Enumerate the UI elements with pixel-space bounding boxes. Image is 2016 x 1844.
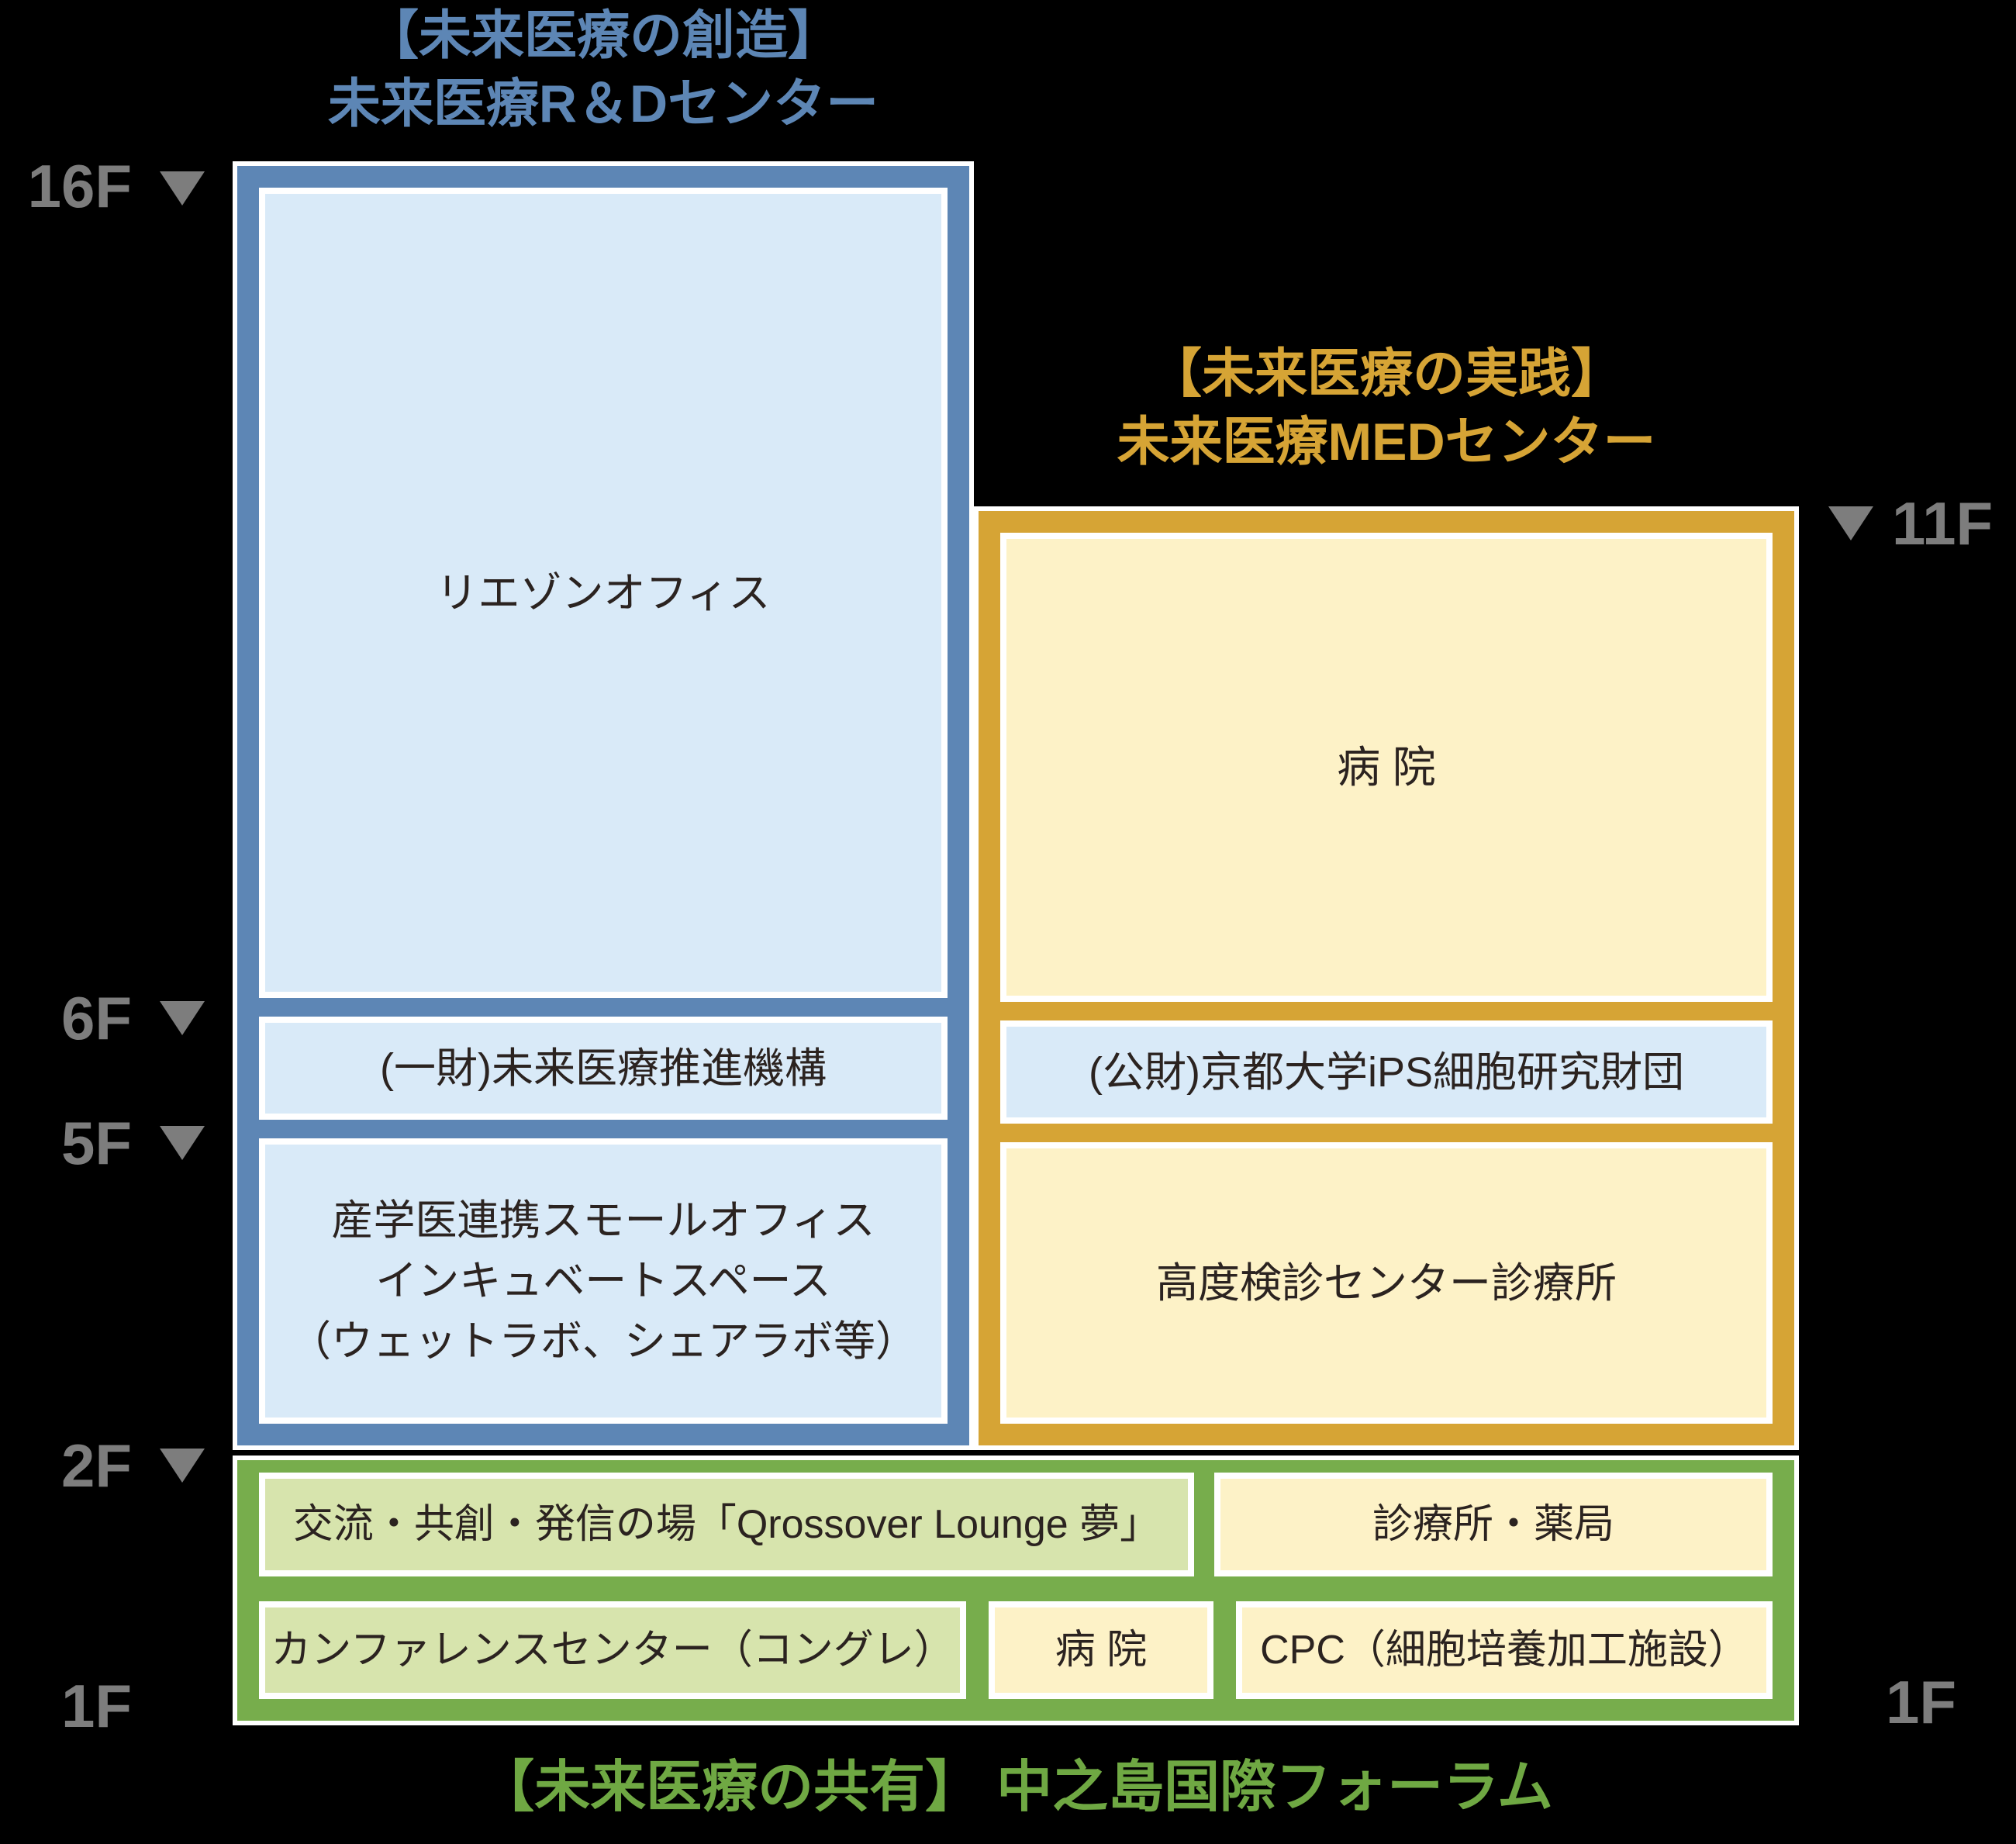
floor-label-1f-left: 1F bbox=[60, 1672, 132, 1740]
floor-label-1f-right: 1F bbox=[1886, 1668, 1957, 1736]
cell-clinic-pharmacy: 診療所・薬局 bbox=[1214, 1473, 1773, 1576]
forum-row-1f: カンファレンスセンター（コングレ） 病 院 CPC（細胞培養加工施設） bbox=[259, 1601, 1773, 1699]
rd-center-box: リエゾンオフィス (一財)未来医療推進機構 産学医連携スモールオフィス インキュ… bbox=[233, 161, 974, 1450]
incubate-line1: 産学医連携スモールオフィス bbox=[331, 1197, 875, 1244]
med-center-header-line1: 【未来医療の実践】 bbox=[1148, 344, 1624, 403]
rd-center-header: 【未来医療の創造】 未来医療R＆Dセンター bbox=[233, 2, 974, 138]
rd-center-header-line1: 【未来医療の創造】 bbox=[365, 6, 841, 65]
floor-16f-arrow-down-icon bbox=[160, 171, 205, 205]
floor-label-6f: 6F bbox=[60, 984, 132, 1052]
incubate-line2: インキュベートスペース bbox=[375, 1258, 831, 1304]
cell-checkup-center: 高度検診センター診療所 bbox=[1000, 1142, 1773, 1424]
med-center-box: 病 院 (公財)京都大学iPS細胞研究財団 高度検診センター診療所 bbox=[974, 506, 1799, 1450]
cell-incubate-space: 産学医連携スモールオフィス インキュベートスペース （ウェットラボ、シェアラボ等… bbox=[259, 1138, 948, 1424]
cell-hospital-lower: 病 院 bbox=[989, 1601, 1213, 1699]
forum-row-2f: 交流・共創・発信の場「Qrossover Lounge 夢」 診療所・薬局 bbox=[259, 1473, 1773, 1576]
floor-11f-arrow-down-icon bbox=[1828, 506, 1873, 540]
cell-cpc: CPC（細胞培養加工施設） bbox=[1236, 1601, 1773, 1699]
floor-5f-arrow-down-icon bbox=[160, 1126, 205, 1160]
forum-box: 交流・共創・発信の場「Qrossover Lounge 夢」 診療所・薬局 カン… bbox=[233, 1456, 1799, 1725]
cell-incubate-space-lines: 産学医連携スモールオフィス インキュベートスペース （ウェットラボ、シェアラボ等… bbox=[289, 1190, 917, 1372]
cell-hospital-upper: 病 院 bbox=[1000, 533, 1773, 1002]
floor-label-2f: 2F bbox=[60, 1431, 132, 1500]
rd-center-header-line2: 未来医療R＆Dセンター bbox=[327, 74, 879, 133]
incubate-line3: （ウェットラボ、シェアラボ等） bbox=[289, 1318, 917, 1365]
cell-liaison-office: リエゾンオフィス bbox=[259, 188, 948, 998]
floor-label-5f: 5F bbox=[60, 1109, 132, 1177]
med-center-header-line2: 未来医療MEDセンター bbox=[1117, 413, 1656, 471]
cell-ips-foundation: (公財)京都大学iPS細胞研究財団 bbox=[1000, 1020, 1773, 1124]
forum-footer-label: 【未来医療の共有】 中之島国際フォーラム bbox=[478, 1756, 1553, 1818]
cell-conference-center: カンファレンスセンター（コングレ） bbox=[259, 1601, 966, 1699]
floor-6f-arrow-down-icon bbox=[160, 1001, 205, 1035]
floor-label-11f: 11F bbox=[1892, 489, 1994, 558]
cell-qrossover-lounge: 交流・共創・発信の場「Qrossover Lounge 夢」 bbox=[259, 1473, 1194, 1576]
floor-label-16f: 16F bbox=[27, 152, 132, 220]
cell-mirai-foundation: (一財)未来医療推進機構 bbox=[259, 1017, 948, 1120]
med-center-header: 【未来医療の実践】 未来医療MEDセンター bbox=[974, 340, 1799, 476]
floor-2f-arrow-down-icon bbox=[160, 1449, 205, 1483]
